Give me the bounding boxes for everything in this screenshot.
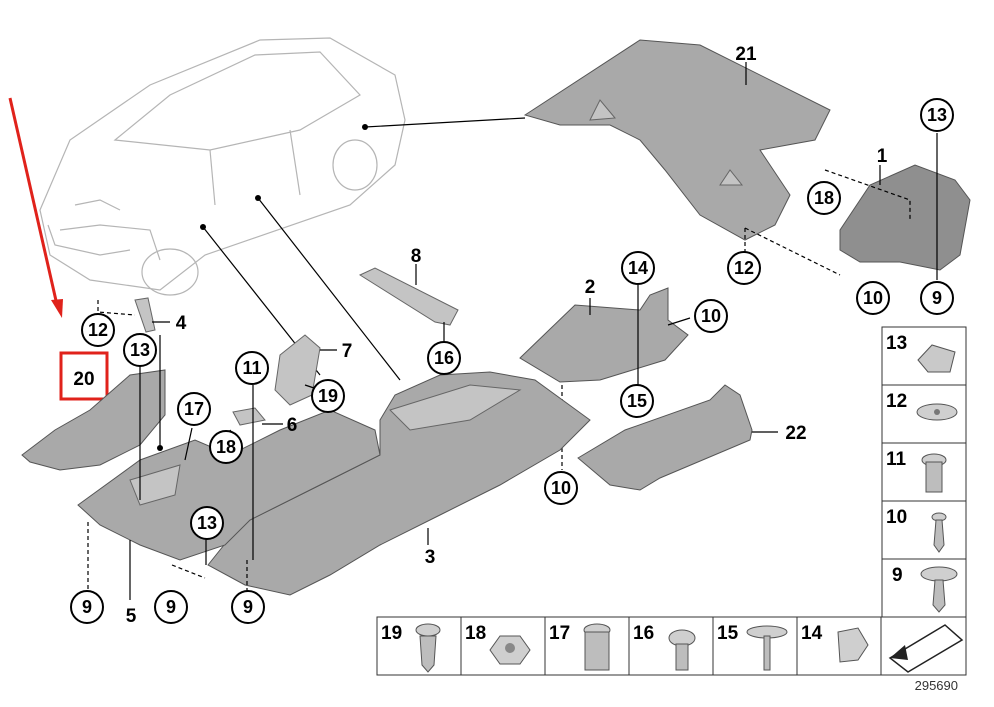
fastener-icons (415, 623, 964, 673)
callout-21: 21 (735, 44, 757, 65)
callout-9-c: 9 (243, 597, 253, 617)
callout-5: 5 (126, 606, 137, 627)
legend-bottom-label: 15 (717, 623, 739, 644)
part-8 (358, 264, 459, 342)
legend-bottom-label: 19 (381, 623, 402, 644)
legend-right-label: 13 (886, 333, 907, 354)
part-4 (134, 297, 170, 333)
part-21 (523, 39, 831, 241)
callout-18-top: 18 (814, 188, 834, 208)
callout-3: 3 (425, 547, 436, 568)
callout-2: 2 (585, 277, 596, 298)
callout-10-low: 10 (551, 478, 571, 498)
callout-12-top: 12 (734, 258, 754, 278)
part-6 (232, 407, 283, 426)
callout-13-left: 13 (130, 340, 150, 360)
diagram-number: 295690 (915, 678, 958, 693)
legend-right-label: 9 (892, 565, 903, 586)
legend-bottom-label: 14 (801, 623, 823, 644)
callout-15: 15 (627, 391, 647, 411)
part-22 (577, 384, 778, 491)
callout-7: 7 (342, 341, 353, 362)
callout-10-right: 10 (863, 288, 883, 308)
callout-6: 6 (287, 415, 298, 436)
callout-11: 11 (242, 358, 261, 378)
legend-right-label: 11 (886, 449, 907, 470)
callout-19: 19 (318, 386, 338, 406)
callout-circles (70, 98, 954, 624)
part-2 (519, 287, 689, 383)
callout-10-mid: 10 (701, 306, 721, 326)
callout-4: 4 (176, 313, 187, 334)
callout-9-b: 9 (166, 597, 176, 617)
part-20 (21, 369, 166, 471)
fastener-icons (916, 344, 958, 613)
arrow-pointer-icon (8, 97, 63, 318)
callout-13-low: 13 (197, 513, 217, 533)
callout-20: 20 (73, 369, 94, 390)
callout-9-right: 9 (932, 288, 942, 308)
part-1 (839, 164, 971, 271)
car-outline-icon (39, 37, 406, 296)
legend-bottom-label: 16 (633, 623, 654, 644)
callout-12-left: 12 (88, 320, 108, 340)
legend-bottom-label: 17 (549, 623, 570, 644)
highlight-box-20 (59, 351, 109, 401)
callout-9-a: 9 (82, 597, 92, 617)
legend-right-label: 12 (886, 391, 907, 412)
part-5 (77, 409, 381, 600)
callout-14: 14 (628, 258, 648, 278)
callout-13-top: 13 (927, 105, 947, 125)
legend-right: 13 12 11 10 9 (881, 326, 967, 618)
callout-22: 22 (785, 423, 806, 444)
callout-16: 16 (434, 348, 454, 368)
callout-8: 8 (411, 246, 422, 267)
callout-1: 1 (877, 146, 888, 167)
callout-17: 17 (184, 399, 204, 419)
callout-18-left: 18 (216, 437, 236, 457)
legend-bottom-label: 18 (465, 623, 486, 644)
legend-right-label: 10 (886, 507, 907, 528)
legend-bottom: 19 18 17 16 15 14 (376, 616, 967, 676)
